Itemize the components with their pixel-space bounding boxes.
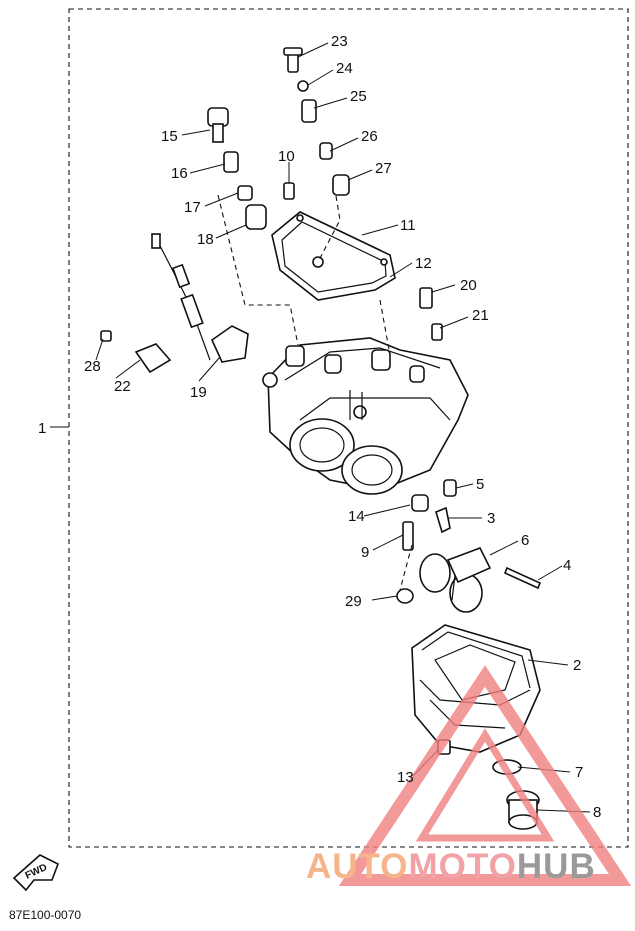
diaphragm-cover (271, 211, 396, 301)
callout-24: 24 (336, 60, 353, 77)
callout-28: 28 (84, 358, 101, 375)
callout-5: 5 (476, 476, 484, 493)
callout-6: 6 (521, 532, 529, 549)
callout-3: 3 (487, 510, 495, 527)
watermark-text: AUTOMOTOHUB (306, 847, 596, 886)
watermark-part-hub: HUB (517, 847, 596, 886)
watermark (338, 665, 632, 886)
callout-9: 9 (361, 544, 369, 561)
float-pin (503, 566, 542, 590)
diagram-code: 87E100-0070 (9, 908, 81, 922)
callout-23: 23 (331, 33, 348, 50)
callout-17: 17 (184, 199, 201, 216)
callout-26: 26 (361, 128, 378, 145)
watermark-part-auto: AUTO (306, 847, 409, 886)
callout-13: 13 (397, 769, 414, 786)
callout-12: 12 (415, 255, 432, 272)
callout-21: 21 (472, 307, 489, 324)
assembly-frame (68, 8, 629, 848)
callout-22: 22 (114, 378, 131, 395)
callout-10: 10 (278, 148, 295, 165)
callout-19: 19 (190, 384, 207, 401)
callout-labels: 1 2 3 4 5 6 7 8 9 10 11 12 13 14 15 16 1… (38, 33, 601, 821)
callout-16: 16 (171, 165, 188, 182)
callout-11: 11 (400, 217, 416, 234)
assembly-lines (217, 194, 413, 591)
callout-2: 2 (573, 657, 581, 674)
watermark-inner-triangle (415, 728, 555, 842)
watermark-triangle (338, 665, 632, 886)
starter-plunger-cable (134, 233, 249, 374)
callout-14: 14 (348, 508, 365, 525)
forward-arrow-icon: FWD (12, 854, 60, 892)
callout-7: 7 (575, 764, 583, 781)
callout-29: 29 (345, 593, 362, 610)
carburetor-body (262, 337, 469, 495)
callout-8: 8 (593, 804, 601, 821)
callout-1: 1 (38, 420, 46, 437)
watermark-part-moto: MOTO (409, 847, 517, 886)
callout-18: 18 (197, 231, 214, 248)
leader-lines (50, 42, 591, 813)
callout-27: 27 (375, 160, 392, 177)
callout-4: 4 (563, 557, 571, 574)
callout-25: 25 (350, 88, 367, 105)
float-assembly (419, 546, 492, 613)
callout-20: 20 (460, 277, 477, 294)
callout-15: 15 (161, 128, 178, 145)
